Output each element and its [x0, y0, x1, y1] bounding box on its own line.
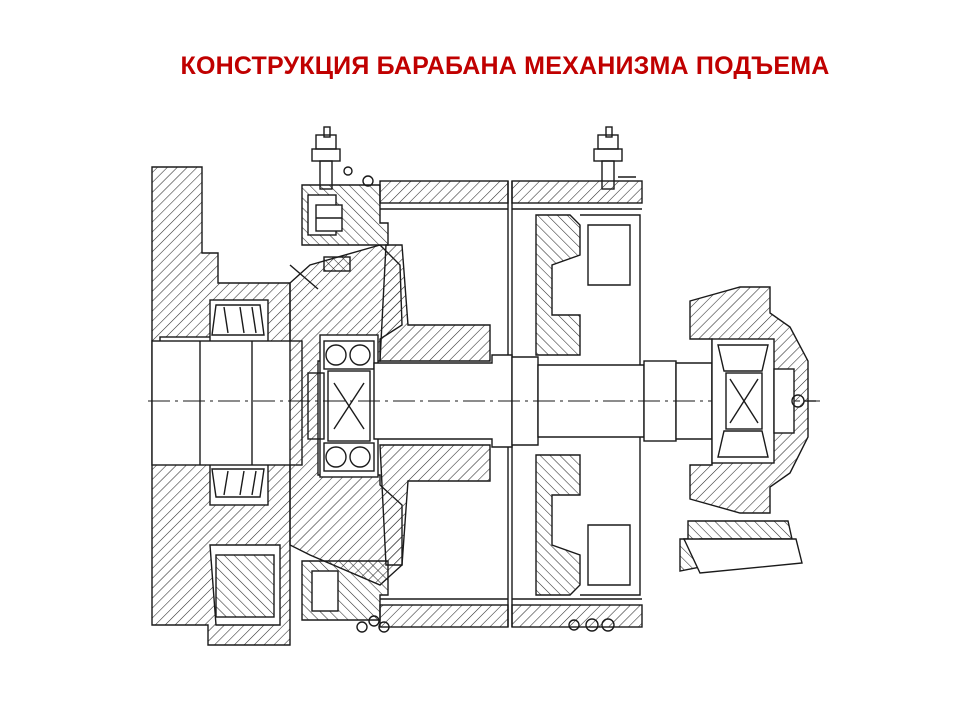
slide-title: КОНСТРУКЦИЯ БАРАБАНА МЕХАНИЗМА ПОДЪЕМА [180, 52, 830, 80]
drum-inner-web-left [379, 244, 491, 566]
left-tapered-bearing-bottom [209, 462, 269, 506]
right-support-bracket [679, 520, 803, 574]
main-shaft [373, 354, 713, 448]
left-tapered-bearing-top [209, 299, 269, 343]
drum-right-web [535, 214, 641, 596]
drum-assembly-drawing [140, 125, 830, 685]
bottom-bolts-left [356, 615, 390, 633]
right-bearing-housing [689, 286, 816, 514]
left-pinion-shaft [151, 340, 303, 466]
bottom-bolts-right [568, 618, 615, 632]
drum-shell [379, 180, 643, 628]
top-bolt-left [311, 126, 374, 190]
technical-drawing-svg [148, 126, 820, 646]
top-bolt-right [593, 126, 636, 190]
central-spherical-bearing [307, 334, 379, 478]
drum-left-crown [301, 184, 389, 621]
lubrication-fitting [289, 204, 351, 290]
